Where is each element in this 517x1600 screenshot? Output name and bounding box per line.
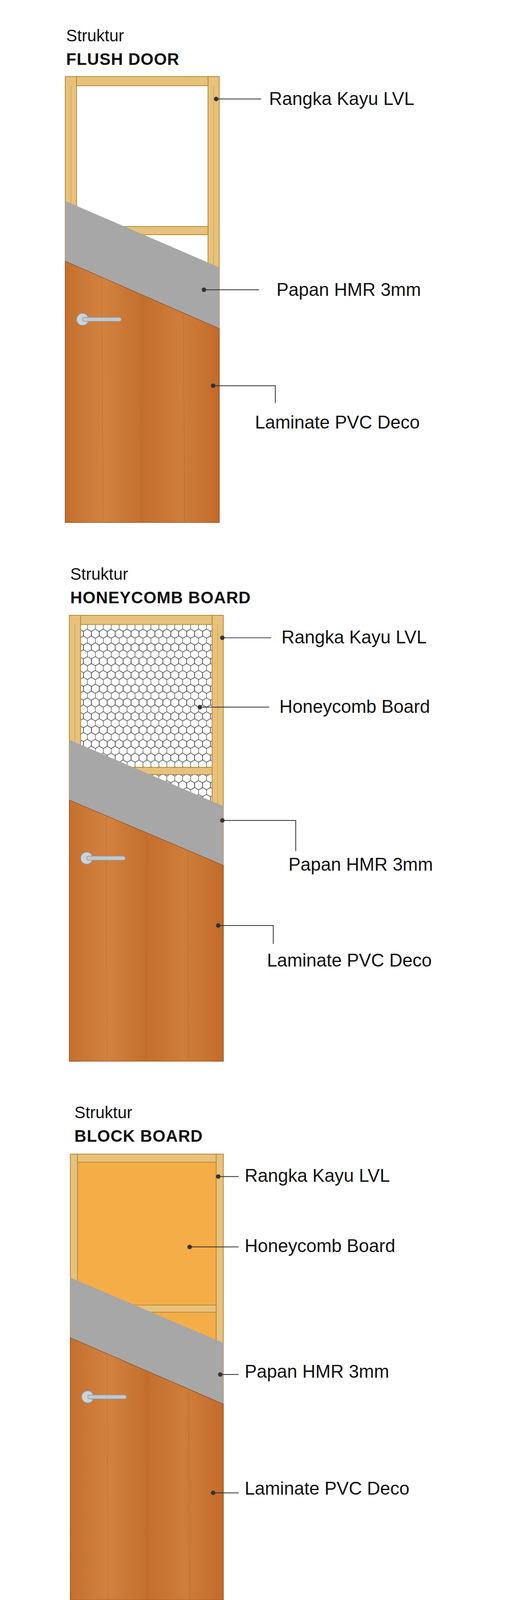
part-label: Rangka Kayu LVL [281,626,427,649]
section-heading: BLOCK BOARD [74,1126,203,1146]
leader-lines [189,99,296,1494]
part-label: Papan HMR 3mm [288,854,434,876]
section-heading: FLUSH DOOR [66,49,180,69]
part-label: Rangka Kayu LVL [269,88,415,110]
leader-dots [187,96,225,1496]
section-kicker: Struktur [70,564,129,584]
section-kicker: Struktur [74,1103,133,1123]
part-label: Laminate PVC Deco [244,1478,410,1500]
part-label: Papan HMR 3mm [276,279,422,301]
section-kicker: Struktur [66,26,124,46]
part-label: Honeycomb Board [279,696,430,718]
part-label: Papan HMR 3mm [244,1361,390,1383]
part-label: Laminate PVC Deco [266,950,432,972]
block-board-door [70,1154,224,1600]
honeycomb-door [69,615,224,1062]
part-label: Laminate PVC Deco [254,412,420,434]
section-heading: HONEYCOMB BOARD [70,588,251,608]
flush-door [65,76,220,523]
part-label: Honeycomb Board [244,1235,396,1257]
part-label: Rangka Kayu LVL [244,1165,390,1187]
